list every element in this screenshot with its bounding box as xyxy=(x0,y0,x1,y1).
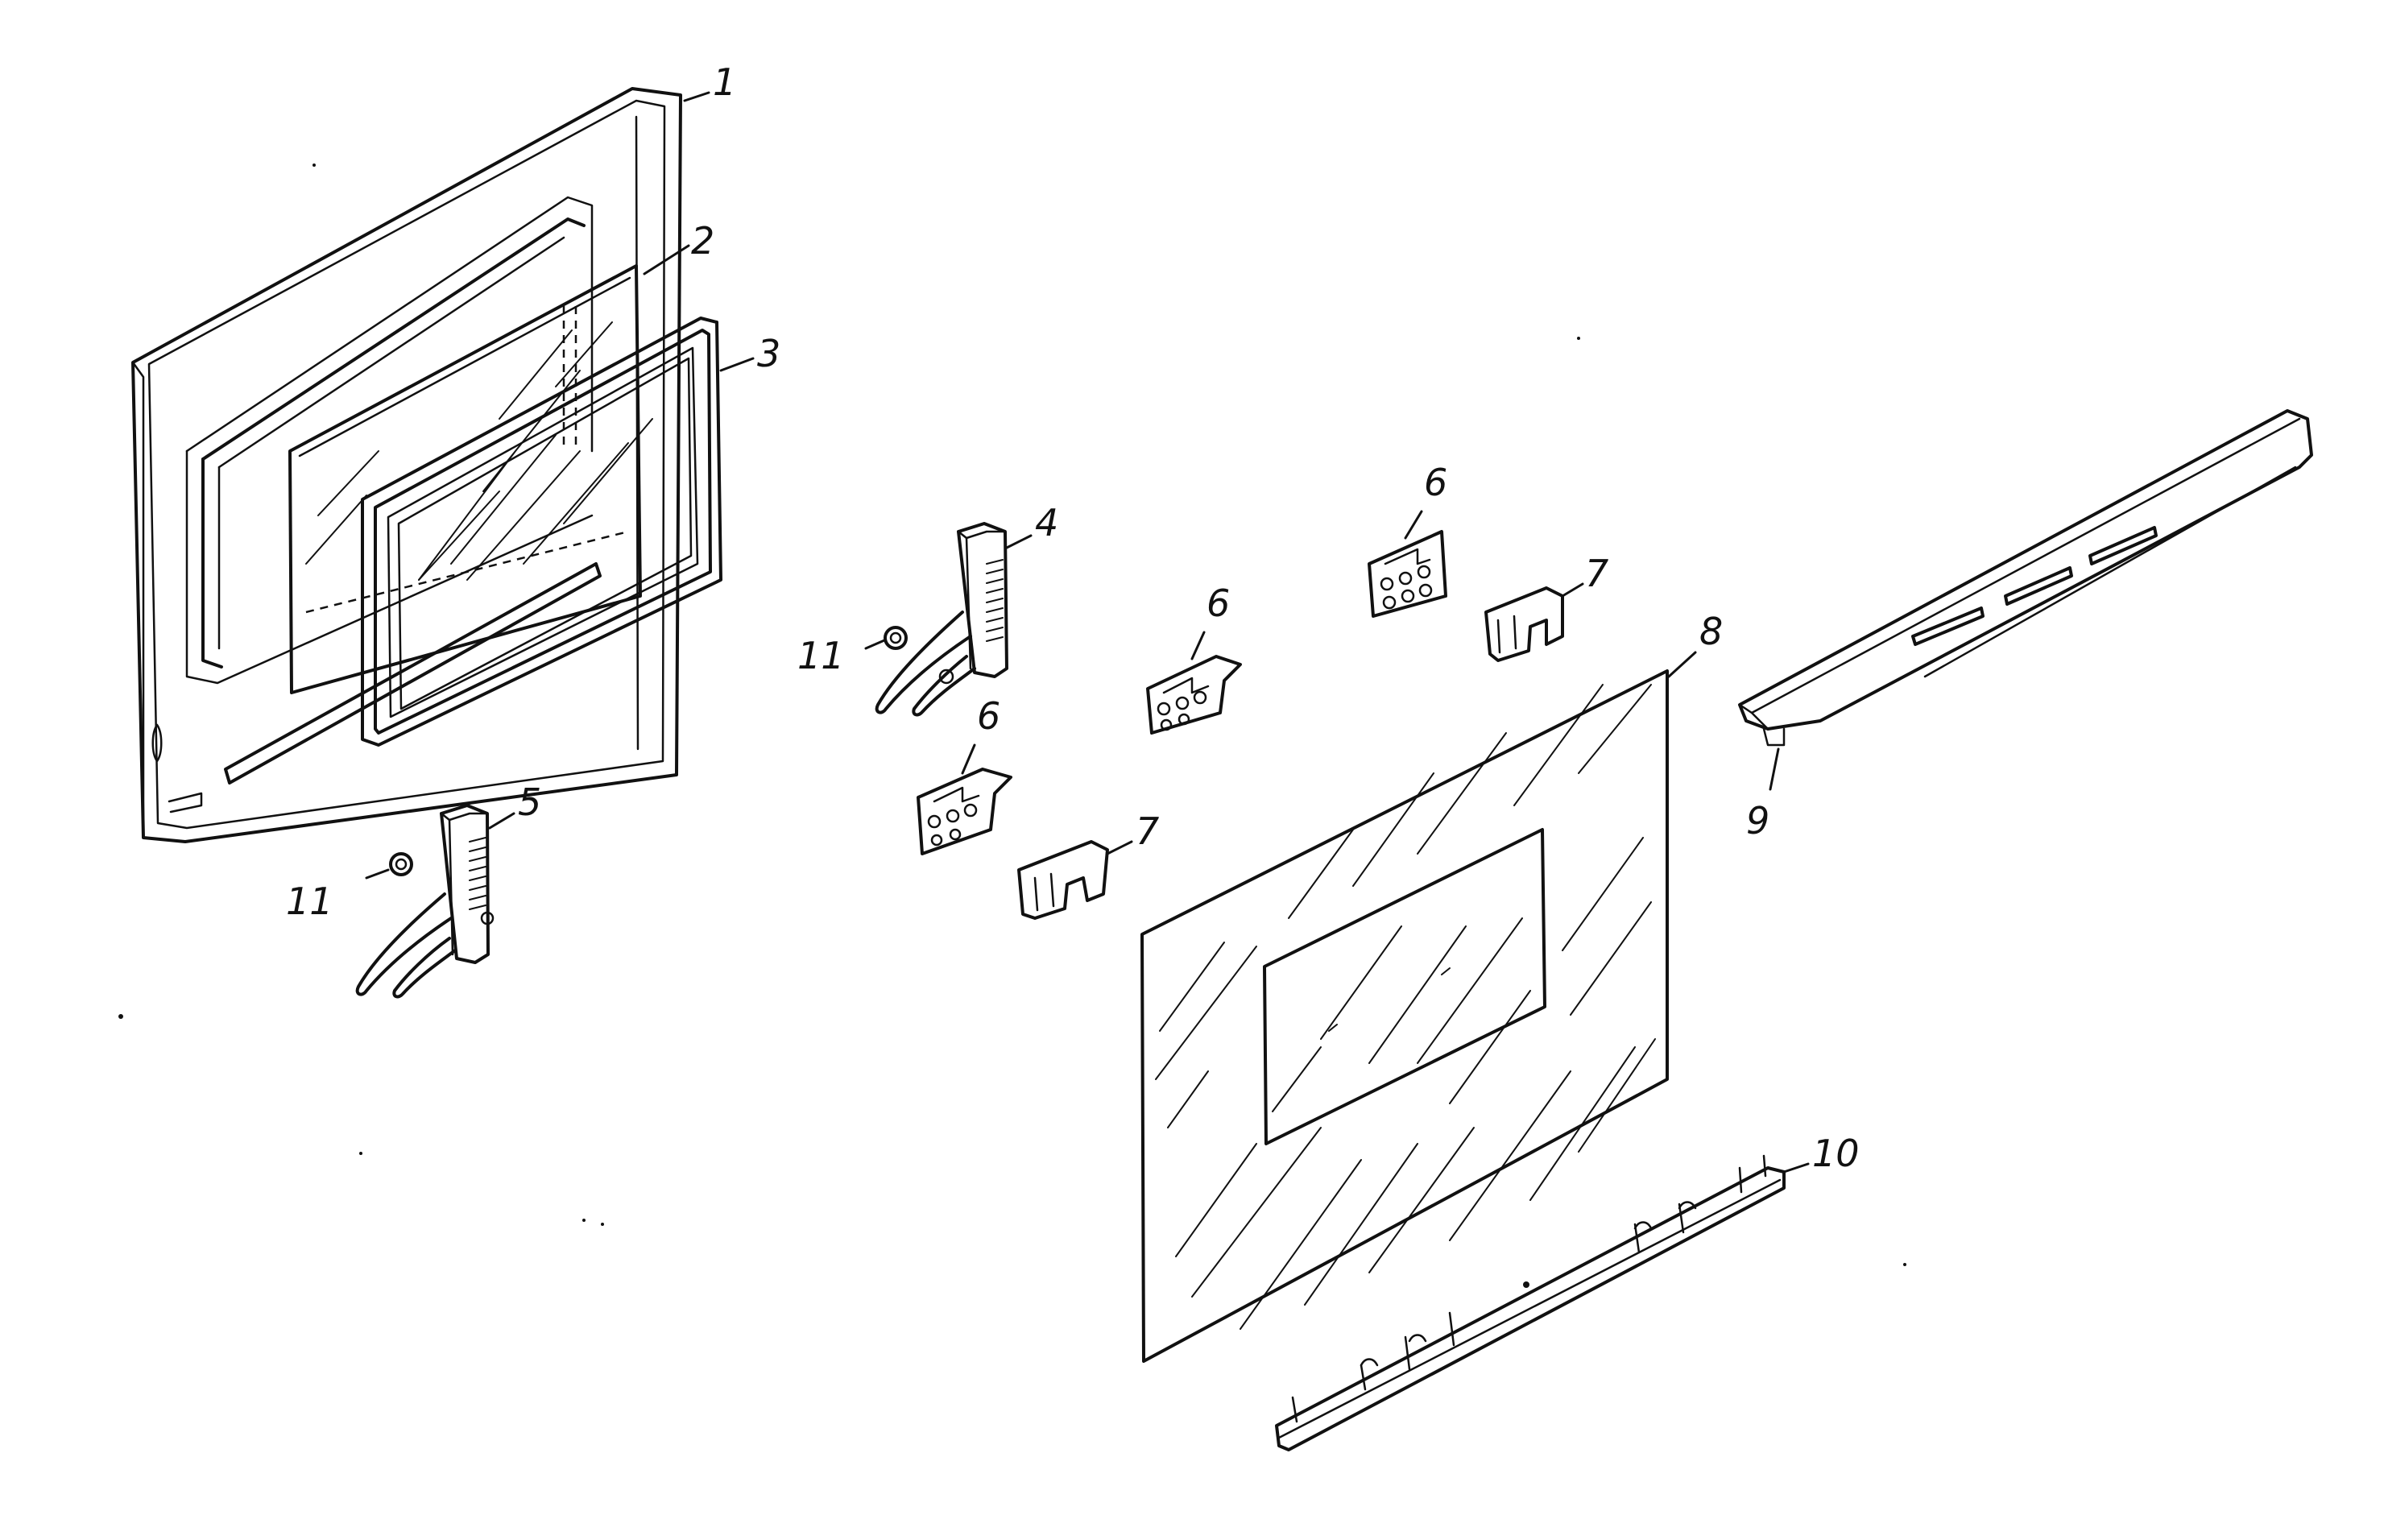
callout-3: 3 xyxy=(757,332,780,375)
callout-7-lower: 7 xyxy=(1136,809,1159,853)
leader-10 xyxy=(1782,1162,1810,1174)
leader-6b xyxy=(1190,631,1206,660)
callout-6-middle: 6 xyxy=(1206,582,1230,625)
callout-5: 5 xyxy=(518,780,541,824)
leader-6c xyxy=(961,743,976,775)
leader-7b xyxy=(1106,840,1133,855)
leader-2 xyxy=(643,244,690,275)
part-2-inner-glass xyxy=(288,264,642,694)
callout-2: 2 xyxy=(691,219,714,263)
leader-6a xyxy=(1404,510,1423,540)
part-8-outer-glass xyxy=(1140,669,1669,1363)
part-6-bracket-middle xyxy=(1146,655,1242,735)
part-7-clip-upper xyxy=(1484,586,1564,662)
leader-1 xyxy=(683,91,710,102)
leader-9 xyxy=(1769,747,1780,791)
callout-11-lower: 11 xyxy=(286,880,333,923)
leader-lines xyxy=(365,91,1810,1174)
callout-4: 4 xyxy=(1035,501,1058,544)
leader-5 xyxy=(488,812,515,830)
callout-6-lower: 6 xyxy=(977,694,1000,738)
callout-6-top: 6 xyxy=(1424,461,1447,504)
leader-4 xyxy=(1005,534,1033,549)
leader-7a xyxy=(1561,582,1584,598)
part-9-top-rail xyxy=(1738,409,2313,747)
part-7-clip-lower xyxy=(1017,840,1109,920)
callout-9: 9 xyxy=(1746,799,1769,842)
part-11-washer-lower xyxy=(389,852,413,876)
part-11-washer-upper xyxy=(884,626,908,650)
part-4-hinge xyxy=(875,522,1008,717)
part-6-bracket-top xyxy=(1368,530,1447,618)
part-3-gasket-frame xyxy=(361,317,722,747)
part-1-inner-door-panel xyxy=(131,87,682,843)
callout-7-upper: 7 xyxy=(1585,552,1608,595)
leader-11b xyxy=(365,868,390,880)
scan-specks xyxy=(118,164,1906,1266)
leader-3 xyxy=(719,357,755,372)
leader-8 xyxy=(1667,651,1697,678)
part-10-bottom-rail xyxy=(1275,1154,1786,1451)
part-6-bracket-lower xyxy=(917,768,1012,855)
callout-11-upper: 11 xyxy=(797,634,845,677)
callout-8: 8 xyxy=(1699,610,1723,653)
leader-11a xyxy=(864,639,886,650)
part-5-hinge xyxy=(355,804,495,999)
callout-10: 10 xyxy=(1812,1132,1860,1175)
callout-1: 1 xyxy=(713,60,736,104)
